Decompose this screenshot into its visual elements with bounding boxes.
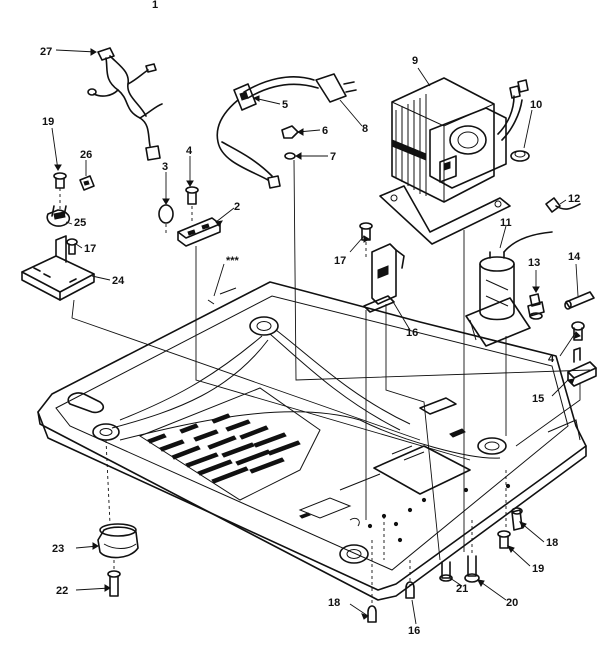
callout-11: 11	[500, 217, 512, 229]
callout-17-center: 17	[334, 255, 346, 267]
callout-17-left: 17	[84, 243, 96, 255]
callout-22: 22	[56, 585, 68, 597]
callout-19-left: 19	[42, 116, 54, 128]
callout-4-right: 4	[548, 353, 555, 365]
leader-arrowheads	[54, 48, 581, 620]
callout-9: 9	[412, 55, 418, 67]
callout-16-bottom: 16	[408, 625, 420, 637]
part-3-ring	[158, 204, 174, 236]
callout-5: 5	[282, 99, 288, 111]
part-18-screw-left	[367, 516, 385, 623]
part-19-screw-right	[497, 470, 511, 549]
callout-26: 26	[80, 149, 92, 161]
part-10-grommet	[510, 150, 530, 162]
callout-18-bottom: 18	[328, 597, 340, 609]
part-4-screw-top	[185, 186, 199, 222]
part-25-fuse-holder	[46, 205, 71, 227]
callout-20: 20	[506, 597, 518, 609]
part-18-screw-bottom	[405, 560, 415, 599]
callout-19-right: 19	[532, 563, 544, 575]
callout-3: 3	[162, 161, 168, 173]
part-19-screw-left	[53, 172, 67, 212]
callout-13: 13	[528, 257, 540, 269]
part-17-screw-left	[66, 238, 78, 255]
part-12-wire	[545, 197, 581, 213]
callout-23: 23	[52, 543, 64, 555]
part-17-screw-center	[359, 222, 373, 520]
part-14-pin	[564, 291, 595, 310]
callout-2: 2	[234, 201, 240, 213]
part-2-terminal-block	[177, 217, 471, 461]
part-11-capacitor	[465, 231, 553, 436]
part-9-transformer	[379, 77, 529, 552]
part-13-screw	[527, 293, 545, 320]
callout-16-top: 16	[406, 327, 418, 339]
callout-24: 24	[112, 275, 125, 287]
callout-6: 6	[322, 125, 328, 137]
part-22-screw	[107, 560, 121, 597]
part-18-screw-right	[511, 507, 523, 531]
part-4-screw-right	[571, 321, 585, 341]
part-26-lug	[79, 175, 95, 191]
part-5-8-cord-set	[216, 73, 591, 381]
callout-stars: ***	[226, 255, 240, 267]
callout-10: 10	[530, 99, 542, 111]
callout-leaders	[51, 49, 579, 625]
base-plate	[37, 281, 587, 601]
part-21-screw	[439, 561, 453, 582]
callout-27: 27	[40, 46, 52, 58]
part-24-bracket	[21, 235, 421, 441]
part-16-switch-bracket	[363, 243, 441, 561]
part-27-wire-harness	[87, 47, 163, 161]
callout-12: 12	[568, 193, 580, 205]
callout-15: 15	[532, 393, 544, 405]
callout-14: 14	[568, 251, 581, 263]
callout-8: 8	[362, 123, 368, 135]
part-15-bracket	[515, 347, 597, 447]
vent-louvers	[147, 413, 301, 484]
callout-25: 25	[74, 217, 86, 229]
callout-18-right: 18	[546, 537, 558, 549]
callout-4-top: 4	[186, 145, 193, 157]
callout-1: 1	[152, 0, 158, 11]
callout-labels: 1 27 19 26 3 4 2 25 17 24 *** 5 6 7 8 9 …	[40, 0, 581, 637]
callout-21: 21	[456, 583, 468, 595]
part-23-foot	[97, 439, 139, 559]
mounting-holes	[367, 483, 511, 543]
callout-7: 7	[330, 151, 336, 163]
part-20-screw	[464, 520, 480, 583]
